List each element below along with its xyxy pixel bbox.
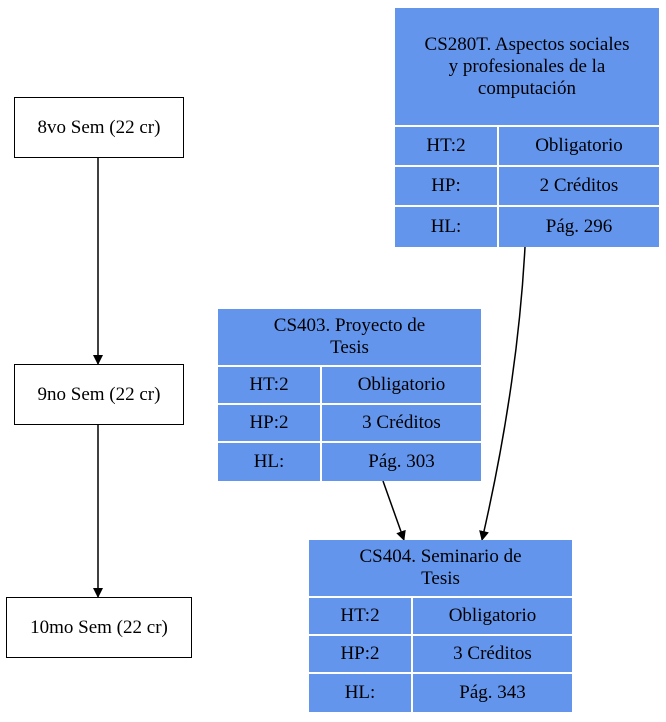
course-cell-info: Obligatorio bbox=[448, 605, 537, 626]
course-row: HT:2 Obligatorio bbox=[395, 127, 659, 167]
course-cell-hours: HP:2 bbox=[309, 636, 413, 672]
semester-label: 10mo Sem (22 cr) bbox=[30, 616, 168, 638]
semester-node-9no: 9no Sem (22 cr) bbox=[14, 364, 184, 425]
course-cell-info: Pág. 343 bbox=[459, 682, 526, 703]
course-node-cs403: CS403. Proyecto de Tesis HT:2 Obligatori… bbox=[218, 309, 481, 481]
course-row: HT:2 Obligatorio bbox=[218, 367, 481, 405]
course-cell-info: Obligatorio bbox=[357, 374, 446, 395]
course-cell-hours: HT:2 bbox=[218, 367, 322, 403]
course-cell-info: 3 Créditos bbox=[453, 643, 532, 664]
course-cell-info: Pág. 303 bbox=[368, 451, 435, 472]
course-title: CS404. Seminario de Tesis bbox=[309, 540, 572, 598]
course-cell-hours: HP:2 bbox=[218, 405, 322, 441]
course-row: HP: 2 Créditos bbox=[395, 167, 659, 207]
course-row: HP:2 3 Créditos bbox=[309, 636, 572, 674]
semester-node-8vo: 8vo Sem (22 cr) bbox=[14, 97, 184, 158]
course-node-cs404: CS404. Seminario de Tesis HT:2 Obligator… bbox=[309, 540, 572, 712]
course-cell-hours: HL: bbox=[395, 207, 499, 247]
course-row: HL: Pág. 343 bbox=[309, 674, 572, 712]
semester-node-10mo: 10mo Sem (22 cr) bbox=[6, 597, 192, 658]
course-cell-info: 2 Créditos bbox=[539, 175, 619, 196]
course-row: HL: Pág. 296 bbox=[395, 207, 659, 247]
course-row: HP:2 3 Créditos bbox=[218, 405, 481, 443]
course-cell-hours: HL: bbox=[218, 443, 322, 481]
course-cell-info: Pág. 296 bbox=[545, 216, 613, 237]
course-row: HL: Pág. 303 bbox=[218, 443, 481, 481]
course-row: HT:2 Obligatorio bbox=[309, 598, 572, 636]
course-node-cs280t: CS280T. Aspectos sociales y profesionale… bbox=[395, 8, 659, 247]
semester-label: 9no Sem (22 cr) bbox=[37, 383, 161, 405]
course-cell-info: 3 Créditos bbox=[362, 412, 441, 433]
course-cell-info: Obligatorio bbox=[535, 135, 623, 156]
semester-label: 8vo Sem (22 cr) bbox=[37, 116, 161, 138]
edge-cs280t-to-cs404 bbox=[479, 246, 526, 541]
course-cell-hours: HL: bbox=[309, 674, 413, 712]
course-cell-hours: HP: bbox=[395, 167, 499, 205]
course-title: CS280T. Aspectos sociales y profesionale… bbox=[395, 8, 659, 127]
course-cell-hours: HT:2 bbox=[309, 598, 413, 634]
course-title: CS403. Proyecto de Tesis bbox=[218, 309, 481, 367]
edge-cs403-to-cs404 bbox=[382, 480, 406, 541]
course-cell-hours: HT:2 bbox=[395, 127, 499, 165]
